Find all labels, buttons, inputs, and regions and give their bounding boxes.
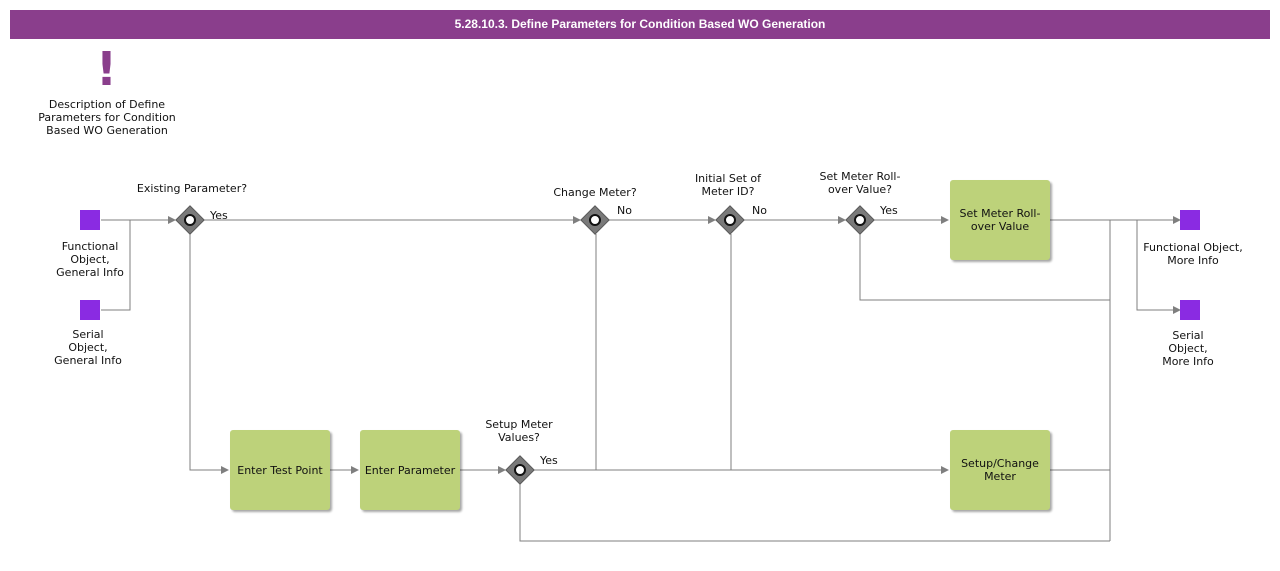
gateway-initial-set[interactable] [715,205,745,235]
task-enter-parameter[interactable]: Enter Parameter [360,430,460,510]
connector-line [859,234,1110,301]
functional-object-general-info-label: Functional Object, General Info [56,240,124,279]
serial-object-more-info-label: Serial Object, More Info [1162,329,1214,368]
edge-label-yes: Yes [540,454,558,467]
gateway-setup-values-label: Setup Meter Values? [485,418,553,444]
page-title: 5.28.10.3. Define Parameters for Conditi… [10,10,1270,39]
gateway-change-meter-label: Change Meter? [553,186,637,199]
gateway-existing-parameter[interactable] [175,205,205,235]
task-enter-test-point[interactable]: Enter Test Point [230,430,330,510]
serial-object-general-info[interactable] [80,300,100,320]
serial-object-more-info[interactable] [1180,300,1200,320]
gateway-change-meter[interactable] [580,205,610,235]
exclamation-icon[interactable]: ! [96,42,117,96]
edge-label-yes: Yes [210,209,228,222]
gateway-existing-parameter-label: Existing Parameter? [136,182,248,195]
serial-object-general-info-label: Serial Object, General Info [54,328,122,367]
connector-line [101,220,131,311]
task-set-meter-rollover[interactable]: Set Meter Roll- over Value [950,180,1050,260]
functional-object-more-info-label: Functional Object, More Info [1143,241,1243,267]
connector-line [189,234,229,474]
gateway-rollover-label: Set Meter Roll- over Value? [819,170,901,196]
connector-line [519,484,1110,542]
gateway-rollover[interactable] [845,205,875,235]
edge-label-yes: Yes [880,204,898,217]
connector-line [1136,220,1181,314]
gateway-initial-set-label: Initial Set of Meter ID? [694,172,762,198]
note-description[interactable]: Description of Define Parameters for Con… [38,98,176,137]
gateway-setup-values[interactable] [505,455,535,485]
task-setup-change-meter[interactable]: Setup/Change Meter [950,430,1050,510]
edge-label-no: No [752,204,767,217]
edge-label-no: No [617,204,632,217]
functional-object-more-info[interactable] [1180,210,1200,230]
functional-object-general-info[interactable] [80,210,100,230]
